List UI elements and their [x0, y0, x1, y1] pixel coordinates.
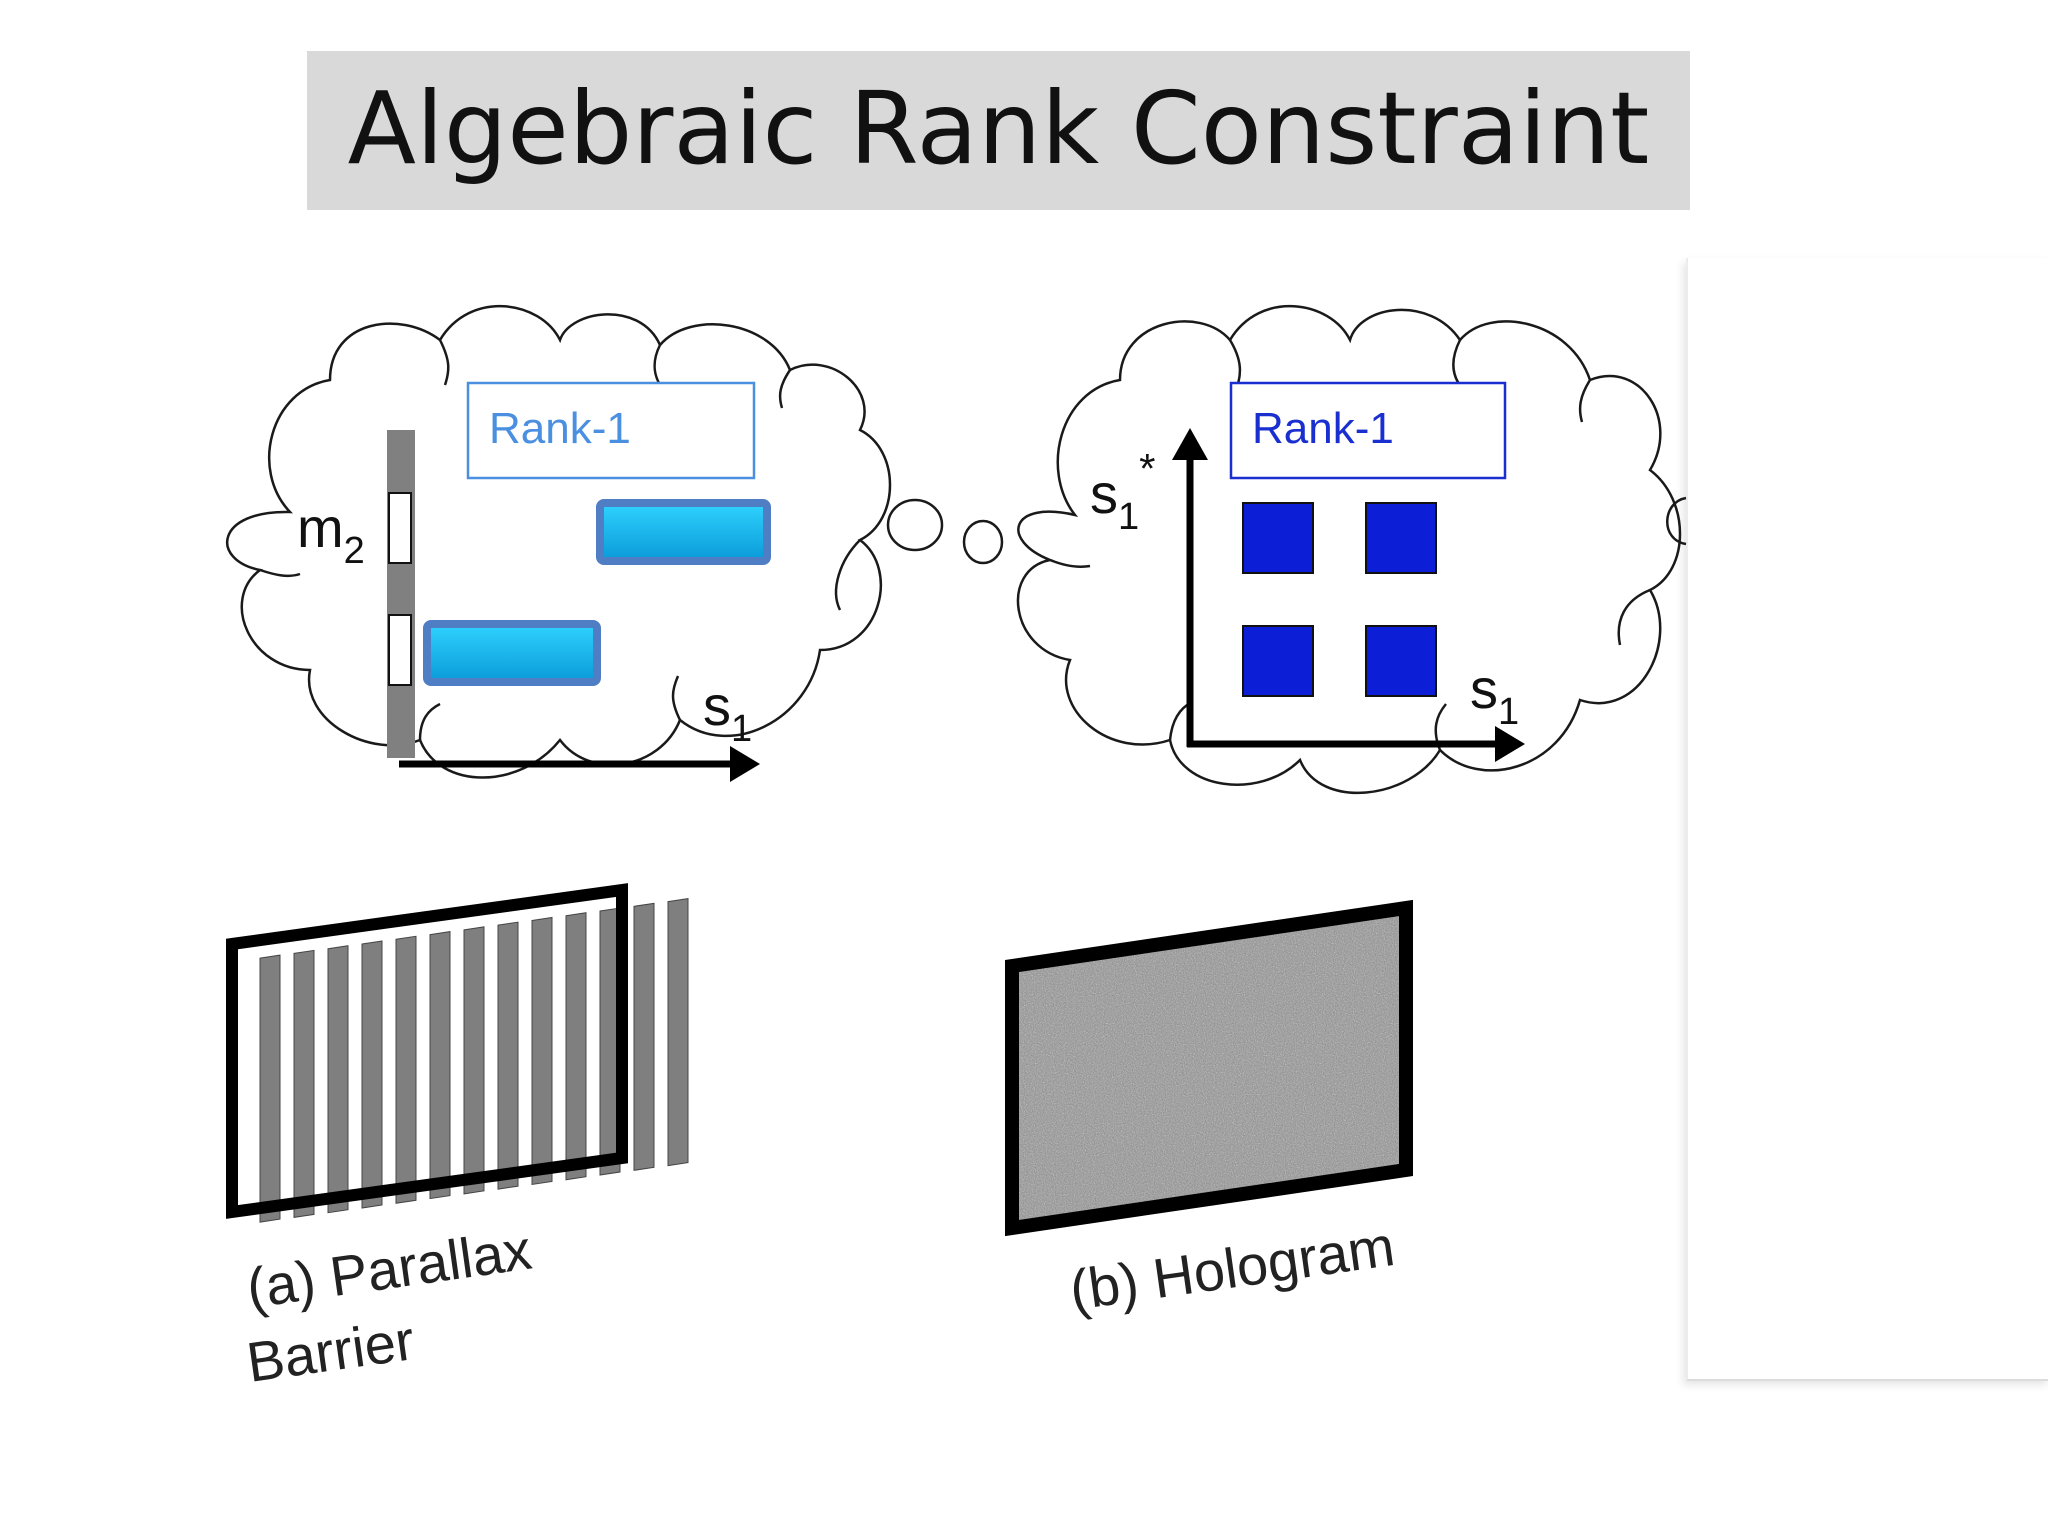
rank-bar-lower: [423, 620, 601, 686]
barrier-slat: [327, 945, 349, 1214]
thought-cloud-icon: [1016, 305, 1682, 795]
vertical-barrier: [387, 430, 415, 758]
axis-label-m: m2: [297, 496, 365, 572]
axis-arrowhead-a: [730, 746, 760, 782]
axis-arrowhead-horizontal-b: [1495, 726, 1525, 762]
barrier-slat: [667, 898, 689, 1167]
axis-label-s1-b: s1: [1470, 657, 1519, 733]
axis-label-s1star: s1*: [1090, 445, 1156, 538]
barrier-slat: [259, 954, 281, 1223]
rank-box-a: [466, 381, 756, 480]
barrier-slat: [293, 949, 315, 1219]
barrier-slat: [633, 902, 655, 1171]
barrier-slat: [497, 921, 519, 1190]
rank-square-top-right: [1365, 502, 1437, 574]
rank-label-a: Rank-1: [489, 404, 631, 453]
hologram-frame: [1005, 899, 1413, 1237]
rank-label-b: Rank-1: [1252, 404, 1394, 453]
caption-a-line2: Barrier: [243, 1308, 418, 1394]
axis-label-s1-a: s1: [703, 674, 752, 750]
barrier-slat: [395, 935, 417, 1204]
barrier-slit-top: [388, 492, 412, 564]
parallax-barrier-illustration: [226, 883, 689, 1223]
hologram-noise: [1012, 908, 1406, 1228]
caption-a-line1: (a) Parallax: [243, 1218, 535, 1320]
thought-bubble-icon: [886, 498, 944, 552]
rank-square-bottom-left: [1242, 625, 1314, 697]
barrier-slat: [599, 907, 621, 1176]
rank-square-bottom-right: [1365, 625, 1437, 697]
slide-title-bar: Algebraic Rank Constraint: [307, 51, 1690, 210]
thought-bubble-icon: [1666, 496, 1687, 546]
axis-arrowhead-vertical-b: [1172, 428, 1208, 460]
rank-box-b: [1229, 381, 1507, 480]
barrier-frame: [226, 883, 628, 1219]
rank-bar-upper: [596, 499, 771, 565]
thought-bubble-icon: [962, 519, 1004, 565]
barrier-slat: [531, 916, 553, 1186]
hologram-illustration: [1005, 899, 1413, 1237]
caption-b: (b) Hologram: [1066, 1214, 1398, 1322]
slide-title: Algebraic Rank Constraint: [347, 70, 1650, 187]
barrier-slat: [463, 926, 485, 1195]
barrier-slat: [565, 912, 587, 1181]
right-slide-panel: [1686, 258, 2048, 1381]
barrier-slit-bottom: [388, 614, 412, 686]
panel-a: Rank-1 m2 s1: [225, 305, 1004, 782]
rank-square-top-left: [1242, 502, 1314, 574]
panel-b: Rank-1 s1* s1: [1016, 305, 1687, 795]
barrier-slat: [361, 940, 383, 1209]
barrier-slat: [429, 931, 451, 1200]
